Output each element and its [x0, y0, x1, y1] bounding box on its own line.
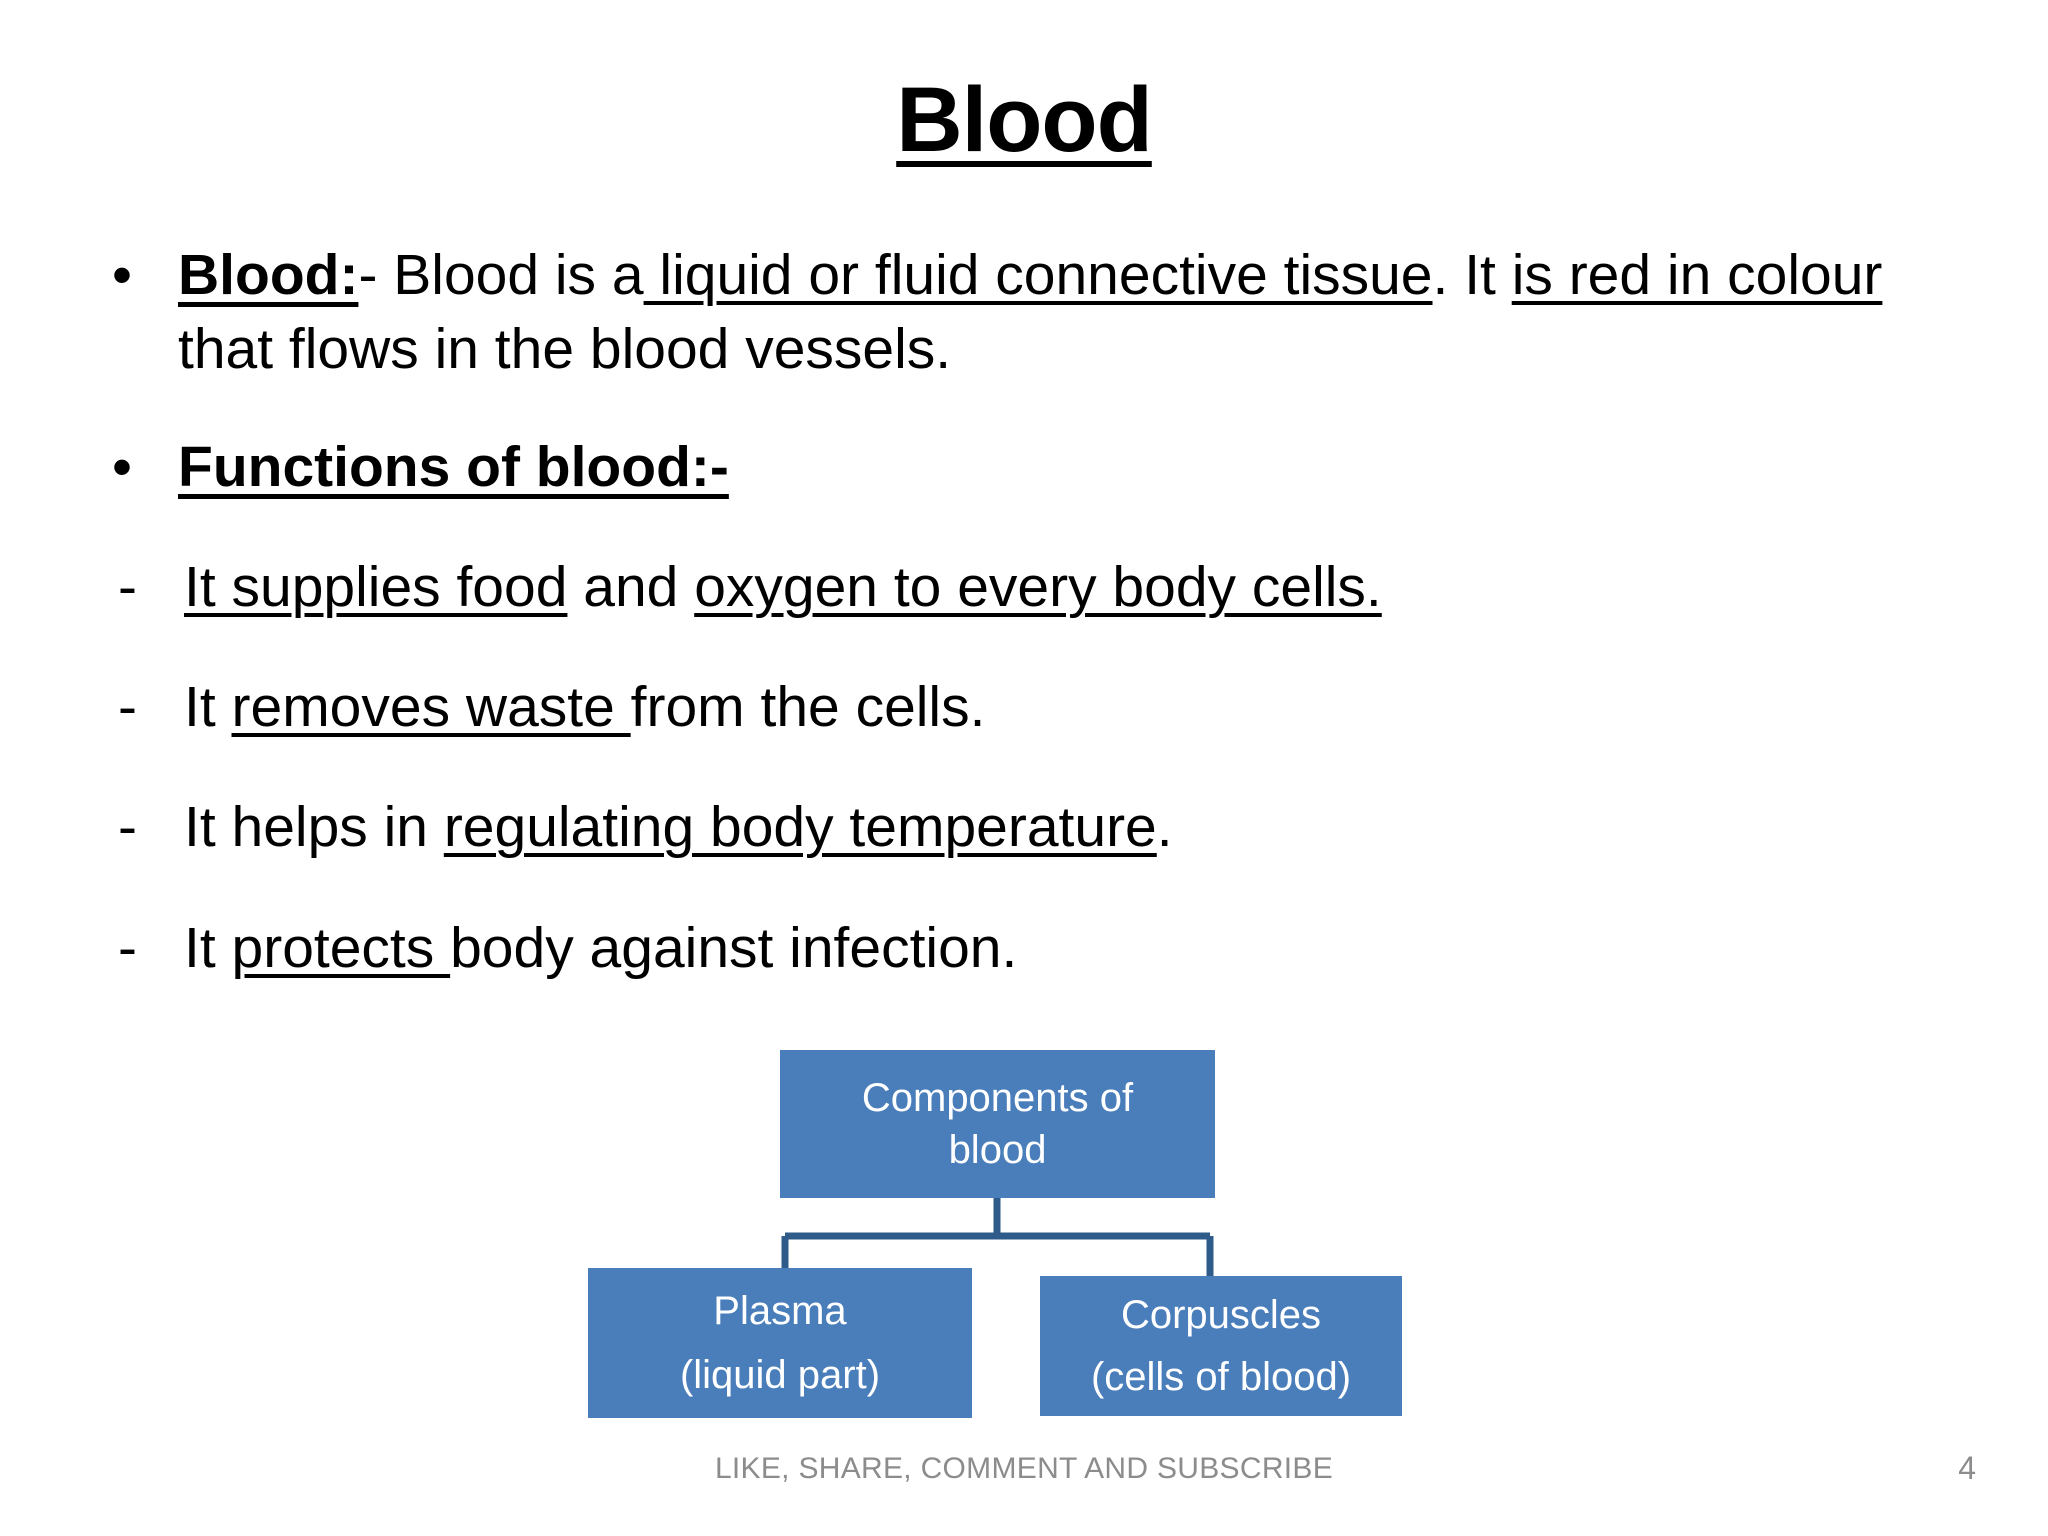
bullet-item-protects-infection: - It protects body against infection. — [112, 911, 1942, 985]
bullet-segment: is red in colour — [1511, 243, 1883, 307]
diagram-node-corpuscles: Corpuscles (cells of blood) — [1040, 1276, 1402, 1416]
bullet-segment: and — [567, 555, 695, 620]
footer-note: LIKE, SHARE, COMMENT AND SUBSCRIBE — [714, 1452, 1334, 1485]
bullet-segment: - Blood is a — [358, 243, 644, 307]
bullet-text: It protects body against infection. — [184, 911, 1942, 985]
bullet-item-removes-waste: - It removes waste from the cells. — [112, 670, 1942, 744]
diagram-node-components-of-blood: Components of blood — [780, 1050, 1215, 1198]
bullet-segment: that flows in the blood vessels. — [178, 317, 952, 382]
blood-components-diagram: Components of blood Plasma (liquid part)… — [0, 1048, 2048, 1418]
slide-body: • Blood:- Blood is a liquid or fluid con… — [112, 238, 1942, 1011]
bullet-segment: liquid or fluid connective tissue — [643, 243, 1433, 307]
dash-marker: - — [118, 675, 137, 740]
dash-marker: - — [118, 915, 137, 980]
bullet-segment: Functions of blood:- — [178, 435, 729, 500]
diagram-node-line-1: Corpuscles — [1120, 1293, 1322, 1338]
bullet-segment: from the cells. — [630, 675, 986, 740]
bullet-segment: It — [184, 675, 232, 740]
diagram-node-line-2: blood — [948, 1128, 1047, 1172]
bullet-item-body-temperature: - It helps in regulating body temperatur… — [112, 790, 1942, 864]
bullet-item-functions-heading: • Functions of blood:- — [112, 430, 1942, 504]
bullet-segment: Blood: — [178, 243, 359, 307]
bullet-segment: removes waste — [231, 675, 631, 740]
diagram-node-line-1: Plasma — [713, 1288, 847, 1333]
diagram-node-line-2: (cells of blood) — [1090, 1354, 1352, 1399]
bullet-text: Blood:- Blood is a liquid or fluid conne… — [178, 238, 1942, 386]
bullet-segment: oxygen to every body cells. — [694, 555, 1382, 620]
diagram-node-plasma: Plasma (liquid part) — [588, 1268, 972, 1418]
bullet-segment: protects — [231, 915, 451, 980]
bullet-segment: It supplies food — [184, 555, 568, 620]
dash-marker: - — [118, 555, 137, 620]
bullet-item-supplies-food: - It supplies food and oxygen to every b… — [112, 550, 1942, 624]
diagram-node-line-1: Components of — [861, 1076, 1134, 1120]
bullet-segment: It helps in — [184, 795, 444, 860]
page-number: 4 — [1958, 1450, 1976, 1486]
slide-title-text: Blood — [896, 69, 1153, 171]
slide-title: Blood — [0, 72, 2048, 169]
bullet-segment: regulating body temperature — [443, 795, 1157, 860]
bullet-segment: body against infection. — [450, 915, 1018, 980]
bullet-marker: • — [112, 243, 132, 307]
bullet-segment: . It — [1432, 243, 1512, 307]
bullet-text: It supplies food and oxygen to every bod… — [184, 550, 1942, 624]
bullet-segment: . — [1156, 795, 1173, 860]
bullet-segment: It — [184, 915, 232, 980]
diagram-node-line-2: (liquid part) — [679, 1353, 881, 1398]
bullet-text: It helps in regulating body temperature. — [184, 790, 1942, 864]
bullet-item-definition: • Blood:- Blood is a liquid or fluid con… — [112, 238, 1942, 386]
bullet-text: Functions of blood:- — [178, 430, 1942, 504]
bullet-text: It removes waste from the cells. — [184, 670, 1942, 744]
bullet-marker: • — [112, 435, 132, 500]
dash-marker: - — [118, 795, 137, 860]
